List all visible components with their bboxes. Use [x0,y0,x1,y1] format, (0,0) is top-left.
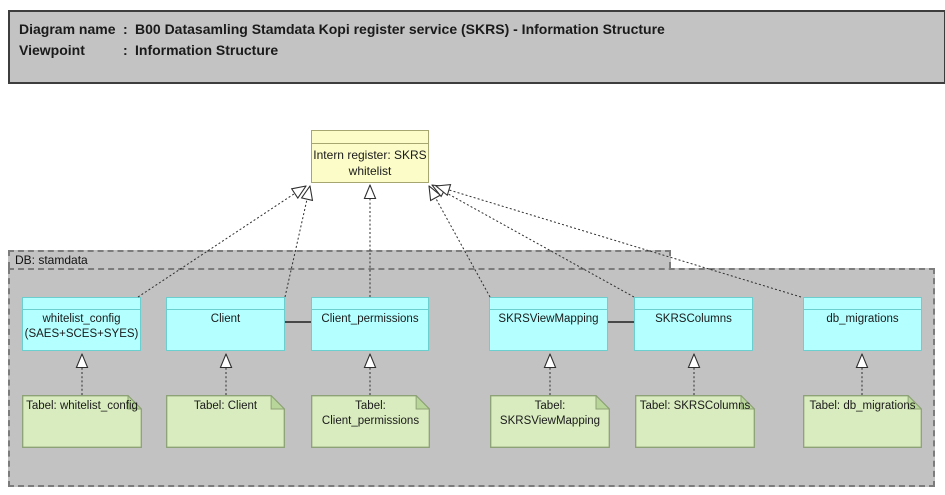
entity-skrsviewmapping[interactable]: SKRSViewMapping [489,297,608,351]
entity-label: SKRSColumns [655,313,732,325]
note-label: Tabel: db_migrations [809,400,916,412]
entity-skrscolumns[interactable]: SKRSColumns [634,297,753,351]
db-container-label-strip[interactable]: DB: stamdata [8,250,671,268]
header-separator: : [123,21,128,37]
note-tabel-whitelist-config[interactable]: Tabel: whitelist_config [22,395,142,448]
register-box[interactable]: Intern register: SKRS whitelist [311,130,429,183]
note-tabel-skrscolumns[interactable]: Tabel: SKRSColumns [635,395,755,448]
entity-client-permissions[interactable]: Client_permissions [311,297,429,351]
note-shape [22,395,142,448]
entity-header-band [312,298,428,310]
diagram-header: Diagram name : B00 Datasamling Stamdata … [8,10,945,84]
entity-label: db_migrations [826,313,899,325]
header-label: Viewpoint [19,42,85,58]
header-value: B00 Datasamling Stamdata Kopi register s… [135,21,665,37]
entity-label: whitelist_config (SAES+SCES+SYES) [24,313,139,340]
note-fold-corner [270,395,285,410]
entity-header-band [804,298,921,310]
note-label: Tabel: whitelist_config [26,400,138,412]
entity-client[interactable]: Client [166,297,285,351]
header-label: Diagram name [19,21,116,37]
note-shape [166,395,285,448]
entity-header-band [635,298,752,310]
entity-label: Client_permissions [321,313,419,325]
note-label: Tabel: SKRSColumns [639,400,751,412]
entity-header-band [167,298,284,310]
note-tabel-client-permissions[interactable]: Tabel: Client_permissions [311,395,430,448]
note-fold-corner [415,395,430,410]
db-container-body [8,268,935,487]
note-shape [803,395,922,448]
entity-whitelist-config[interactable]: whitelist_config (SAES+SCES+SYES) [22,297,141,351]
header-value: Information Structure [135,42,279,58]
register-header-band [312,131,428,144]
note-shape [311,395,430,448]
note-shape [635,395,755,448]
note-fold-corner [907,395,922,410]
entity-label: Client [210,313,241,325]
note-tabel-client[interactable]: Tabel: Client [166,395,285,448]
note-label: Tabel: Client_permissions [321,400,420,427]
entity-header-band [23,298,140,310]
note-label: Tabel: SKRSViewMapping [499,400,601,427]
db-container-label: DB: stamdata [15,253,88,267]
note-tabel-db-migrations[interactable]: Tabel: db_migrations [803,395,922,448]
note-fold-corner [127,395,142,410]
register-label: Intern register: SKRS whitelist [313,148,427,178]
entity-label: SKRSViewMapping [498,313,599,325]
entity-header-band [490,298,607,310]
note-label: Tabel: Client [193,400,258,412]
entity-db-migrations[interactable]: db_migrations [803,297,922,351]
note-fold-corner [595,395,610,410]
header-row-diagram-name: Diagram name : B00 Datasamling Stamdata … [19,19,944,40]
note-tabel-skrsviewmapping[interactable]: Tabel: SKRSViewMapping [490,395,610,448]
header-row-viewpoint: Viewpoint : Information Structure [19,40,944,61]
note-fold-corner [740,395,755,410]
header-separator: : [123,42,128,58]
note-shape [490,395,610,448]
